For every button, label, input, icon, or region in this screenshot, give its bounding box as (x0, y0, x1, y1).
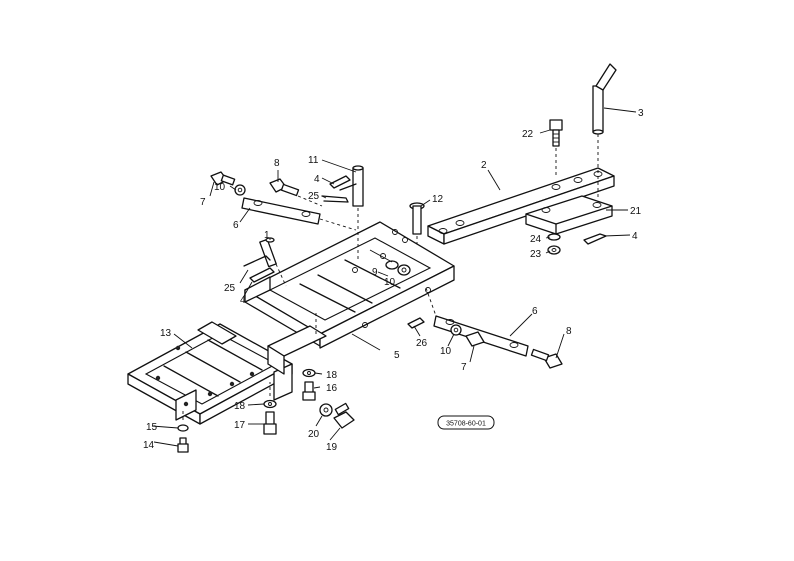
callout-26: 26 (416, 338, 428, 349)
callout-10: 10 (214, 182, 226, 193)
cotter-part-25-left (243, 255, 271, 267)
bolt-part-8-right (530, 348, 563, 369)
callout-20: 20 (308, 429, 320, 440)
nut-washer-parts-23-24 (547, 233, 561, 255)
callout-13: 13 (160, 328, 172, 339)
callout-4: 4 (632, 231, 638, 242)
bolt-part-7-right (465, 331, 485, 347)
washer-part-15 (177, 408, 189, 432)
callout-16: 16 (326, 383, 338, 394)
callout-8: 8 (274, 158, 280, 169)
callout-1: 1 (264, 230, 270, 241)
callout-19: 19 (326, 442, 338, 453)
cotter-part-25-upper (321, 195, 349, 203)
callout-9: 9 (372, 267, 378, 278)
figure-code: 35708-60-01 (446, 421, 486, 428)
callout-25: 25 (308, 191, 320, 202)
bolt-part-7-left (210, 171, 236, 186)
main-frame-part-5 (244, 221, 455, 349)
pin-part-11 (352, 165, 364, 262)
callout-8: 8 (566, 326, 572, 337)
bolt-part-8-left (269, 178, 323, 207)
callout-25: 25 (224, 283, 236, 294)
callout-18: 18 (234, 401, 246, 412)
callout-4: 4 (314, 174, 320, 185)
callout-12: 12 (432, 194, 444, 205)
bolt-part-22 (549, 119, 563, 176)
hitch-pin-part-3 (592, 63, 617, 200)
washer-part-20 (319, 403, 333, 417)
bolt-part-17 (263, 382, 277, 435)
leader-lines (151, 107, 637, 447)
callout-21: 21 (630, 206, 642, 217)
washer-part-18-lower (263, 399, 277, 409)
figure-code-box: 35708-60-01 (437, 415, 495, 430)
callout-10: 10 (384, 277, 396, 288)
washer-part-18-upper (302, 368, 316, 378)
callout-18: 18 (326, 370, 338, 381)
clip-part-4-right (583, 233, 607, 245)
callout-2: 2 (481, 160, 487, 171)
bracket-part-21 (525, 195, 613, 235)
clip-part-26 (407, 317, 425, 329)
callout-6: 6 (532, 306, 538, 317)
hardware-part-9-10-center (369, 249, 411, 276)
brace-part-6-left (241, 197, 357, 231)
clip-part-4-left (249, 267, 275, 283)
bolt-part-14 (177, 437, 189, 453)
bolt-part-19 (333, 402, 355, 429)
callout-3: 3 (638, 108, 644, 119)
washer-part-10-right (450, 324, 462, 336)
callout-10: 10 (440, 346, 452, 357)
callout-labels: 1 2 3 4 4 4 5 6 6 7 7 8 8 9 10 10 10 11 … (143, 108, 644, 453)
callout-24: 24 (530, 234, 542, 245)
clip-part-4-upper (329, 175, 357, 191)
callout-7: 7 (461, 362, 467, 373)
bolt-part-16 (302, 381, 316, 401)
callout-4: 4 (240, 295, 246, 306)
callout-7: 7 (200, 197, 206, 208)
mount-plate (267, 312, 327, 375)
callout-23: 23 (530, 249, 542, 260)
callout-22: 22 (522, 129, 534, 140)
washer-part-10-left (234, 184, 246, 196)
front-frame-part-13 (127, 321, 293, 425)
callout-6: 6 (233, 220, 239, 231)
callout-5: 5 (394, 350, 400, 361)
callout-17: 17 (234, 420, 246, 431)
callout-15: 15 (146, 422, 158, 433)
callout-14: 14 (143, 440, 155, 451)
callout-11: 11 (308, 155, 319, 166)
